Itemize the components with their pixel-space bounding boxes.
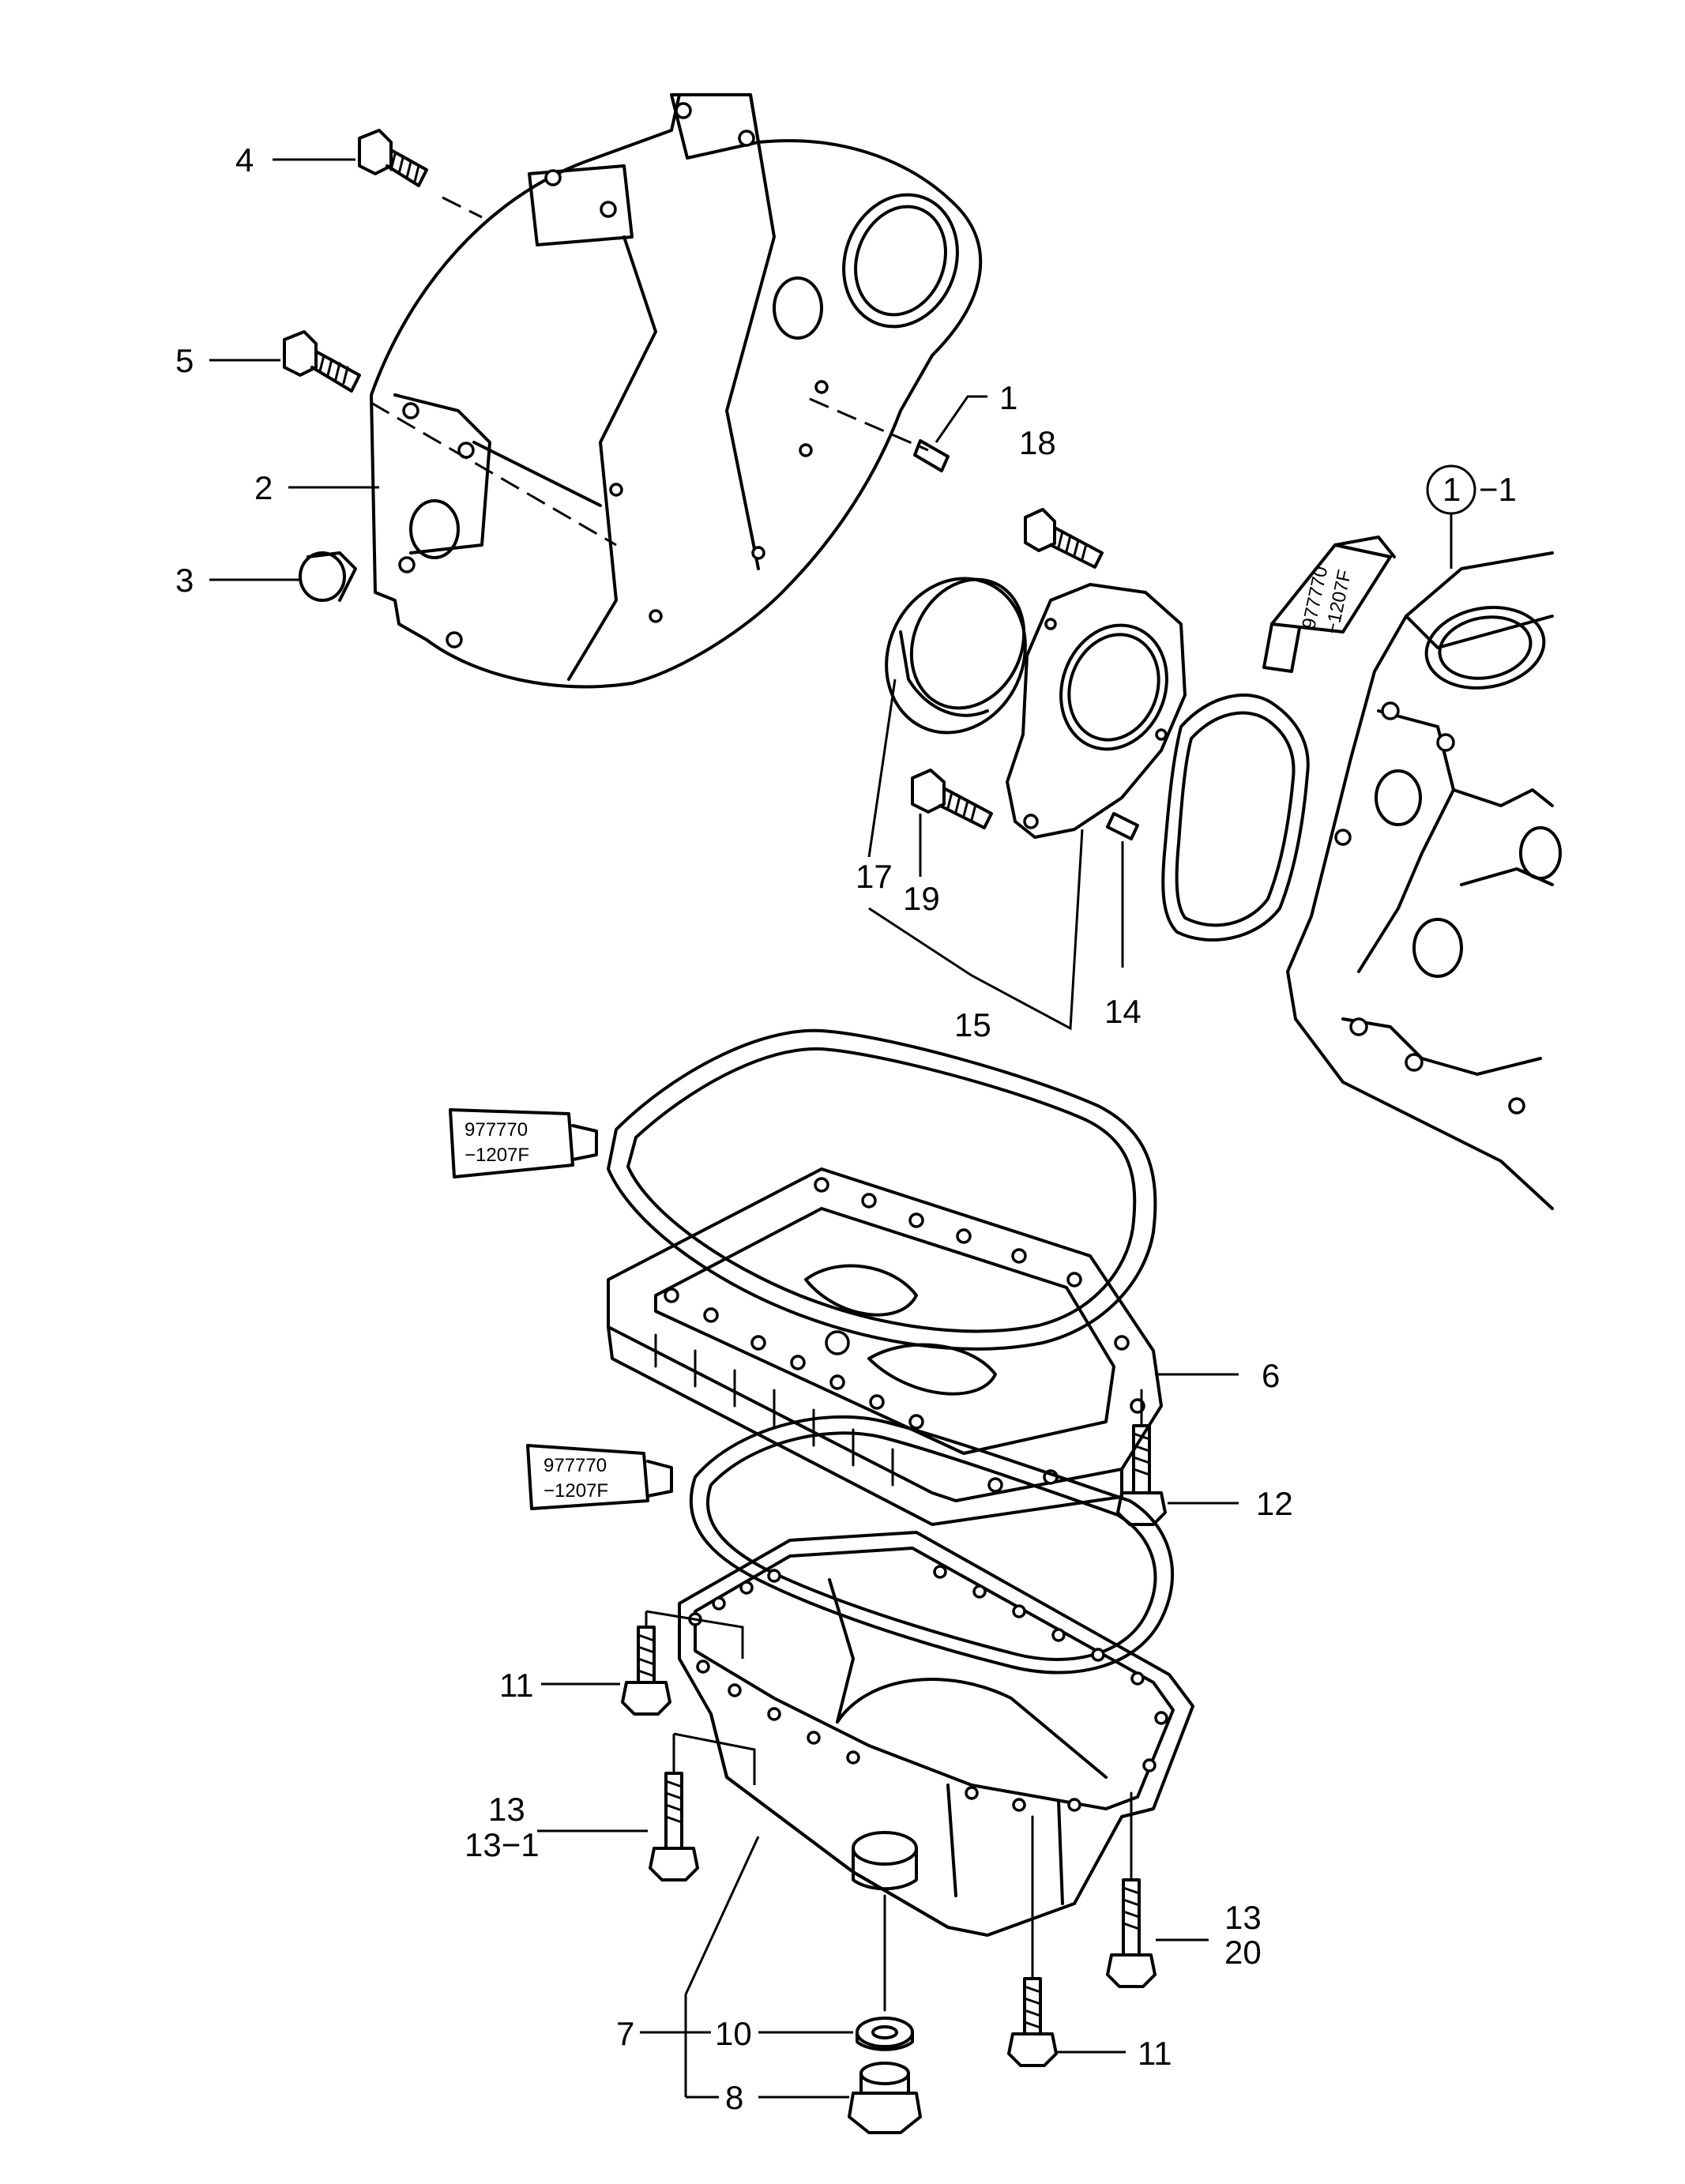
callout-14: 14 [1104, 993, 1142, 1030]
bolt-13-left [649, 1772, 699, 1881]
sealant-tube-upper [449, 1108, 598, 1178]
callout-18: 18 [1019, 424, 1056, 461]
housing-gasket [1161, 694, 1310, 942]
callout-4: 4 [235, 141, 254, 179]
sealant-tube-vertical [1262, 536, 1396, 673]
leader-1 [935, 395, 987, 443]
oil-seal-housing [1006, 583, 1187, 839]
bracket-line [672, 1732, 756, 1785]
dowel-pin-14 [1106, 812, 1139, 840]
washer-10 [856, 2017, 914, 2051]
callout-10: 10 [715, 2015, 752, 2052]
dowel-pin-1 [913, 439, 950, 472]
assembly-line [442, 196, 483, 219]
callout-11-left: 11 [499, 1667, 534, 1704]
assembly-line [370, 401, 617, 547]
ref-circle-suffix: −1 [1479, 471, 1517, 508]
drain-plug-8 [848, 2062, 922, 2134]
callout-8: 8 [725, 2079, 743, 2116]
callout-20: 20 [1224, 1934, 1262, 1971]
bolt-12 [1116, 1424, 1167, 1526]
callout-1: 1 [999, 379, 1017, 416]
callout-19: 19 [903, 880, 940, 917]
bracket-line [645, 1610, 744, 1659]
ref-circle-number: 1 [1442, 471, 1461, 508]
oil-pan-frame [607, 1167, 1163, 1526]
upper-pan-gasket [607, 1028, 1157, 1351]
sealant-tube-lower [526, 1444, 673, 1510]
callout-15: 15 [954, 1006, 991, 1043]
bolt-19 [911, 769, 993, 829]
bolt-5 [283, 330, 361, 393]
sealant-code-lower-suffix: −1207F [543, 1480, 608, 1502]
callout-6: 6 [1262, 1357, 1280, 1394]
sealant-code-lower: 977770 [543, 1455, 607, 1476]
callout-2: 2 [254, 469, 273, 506]
leader-15 [868, 829, 1084, 1031]
callout-17: 17 [856, 858, 893, 895]
bolt-18 [1024, 508, 1104, 569]
bolt-11-right [1007, 1977, 1058, 2067]
lower-pan-gasket [689, 1415, 1174, 1675]
oil-seal-17 [885, 577, 1027, 735]
leader-7 [640, 1836, 760, 2099]
callout-11-right: 11 [1138, 2035, 1172, 2072]
cylinder-block [1286, 551, 1562, 1210]
callout-12: 12 [1256, 1485, 1293, 1522]
callout-13-left: 13 [488, 1791, 525, 1828]
callout-5: 5 [175, 342, 194, 379]
oil-pan [678, 1531, 1194, 1937]
assembly-line [809, 397, 929, 452]
bolt-11-left [621, 1626, 671, 1716]
sealant-code-upper: 977770 [465, 1119, 528, 1141]
callout-13-1: 13−1 [465, 1826, 540, 1863]
sealant-code-upper-suffix: −1207F [465, 1145, 529, 1166]
callout-3: 3 [175, 562, 194, 599]
flywheel-housing [370, 93, 983, 689]
plug-3 [299, 551, 357, 602]
ref-circle [1426, 464, 1476, 515]
bolt-13-right [1106, 1878, 1157, 1988]
callout-7: 7 [616, 2015, 634, 2052]
callout-13-right: 13 [1224, 1899, 1262, 1936]
bolt-4 [358, 129, 428, 187]
leader-17 [867, 679, 897, 858]
